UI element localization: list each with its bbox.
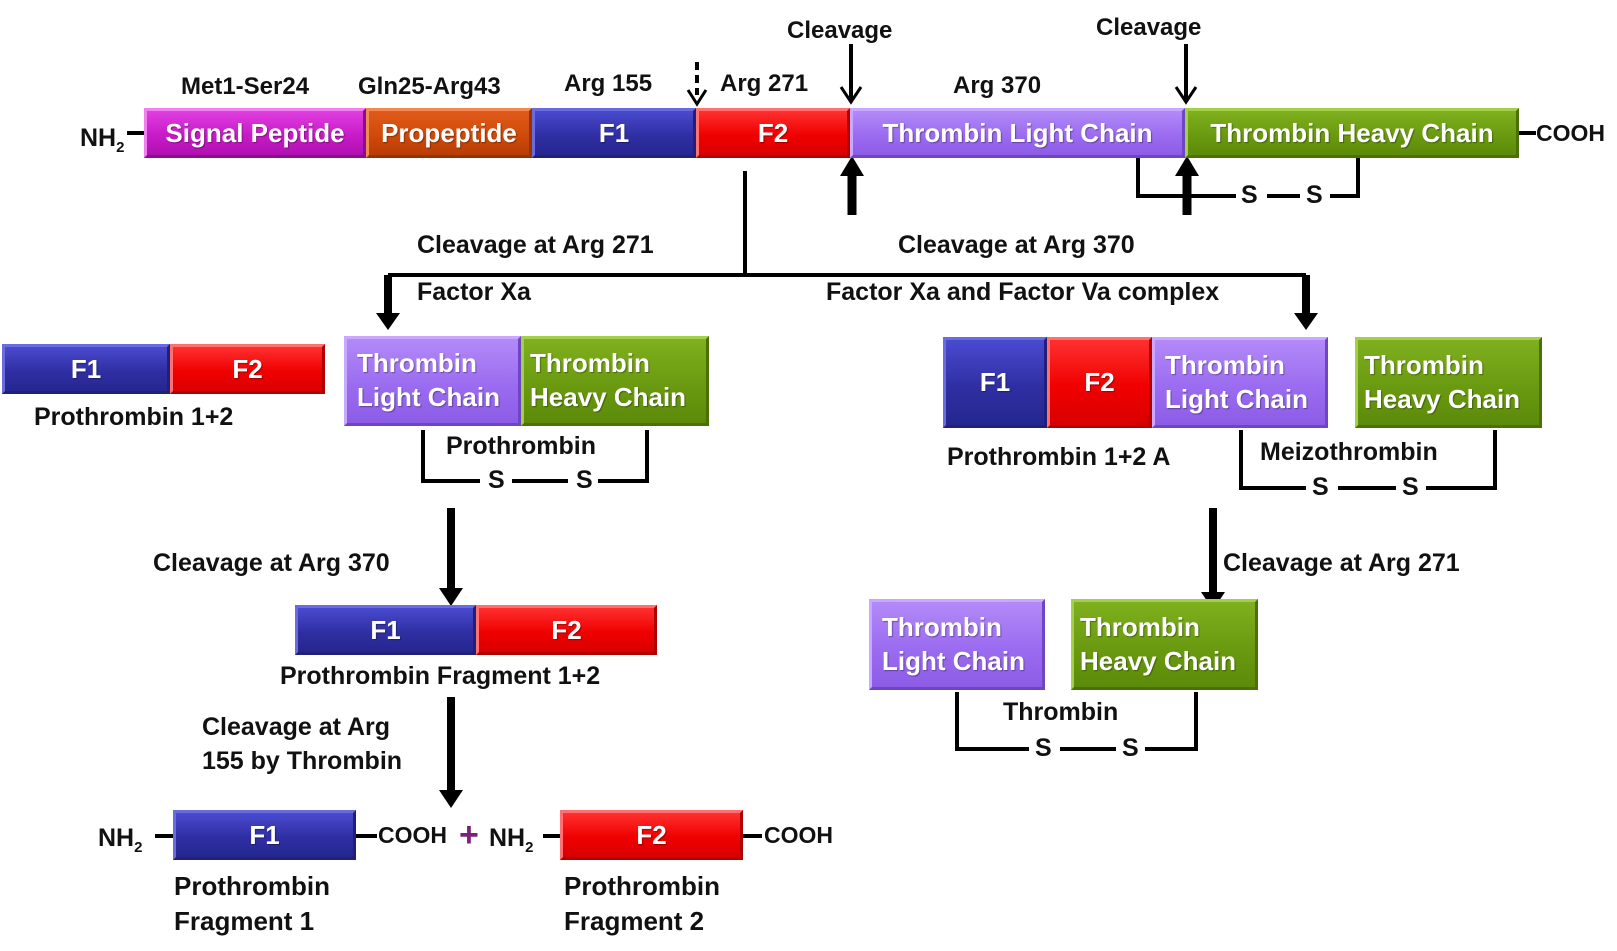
- segment-thrombin-heavy-chain: Thrombin Heavy Chain: [1185, 108, 1519, 158]
- segment-thrombin-light-chain: Thrombin Light Chain: [850, 108, 1185, 158]
- meizo-light-chain-box: Thrombin Light Chain: [1152, 337, 1328, 428]
- right-step2-label: Cleavage at Arg 271: [1223, 549, 1460, 577]
- left-light-chain-box: Thrombin Light Chain: [344, 336, 521, 426]
- segment-f1: F1: [532, 108, 696, 158]
- meizo-heavy-chain-line1: Thrombin: [1364, 349, 1484, 380]
- left-step3-label-line2: 155 by Thrombin: [202, 747, 403, 775]
- right-fragment-name: Prothrombin 1+2 A: [947, 443, 1171, 471]
- meizothrombin-label: Meizothrombin: [1260, 438, 1438, 466]
- plus-sign: +: [459, 816, 479, 854]
- thrombin-disulfide-bracket: [955, 692, 1029, 751]
- segment-signal-peptide: Signal Peptide: [144, 108, 366, 158]
- frag2-nh2-terminus: NH2: [489, 824, 534, 856]
- left-enzyme-label: Factor Xa: [417, 278, 531, 306]
- frag2-nh2-subscript: 2: [525, 839, 534, 856]
- left-fragment-name: Prothrombin 1+2: [34, 403, 234, 431]
- left-branch-arrowhead: [376, 313, 400, 330]
- nh2-subscript: 2: [116, 139, 125, 156]
- nh2-text: NH: [80, 124, 117, 152]
- cleavage-arrowhead-1: [839, 86, 863, 105]
- precursor-disulfide-bracket-right: [1330, 156, 1360, 198]
- frag1-nh2-text: NH: [98, 824, 135, 852]
- region-label-gln25-arg43: Gln25-Arg43: [358, 73, 501, 100]
- right-fragment-f2: F2: [1047, 337, 1152, 428]
- arg155-arrowhead: [686, 89, 708, 107]
- meizothrombin-disulfide-bracket: [1239, 430, 1306, 490]
- right-fragment-f1: F1: [943, 337, 1047, 428]
- left-fragment-f1: F1: [2, 344, 170, 394]
- left-step2-arrowhead: [439, 588, 463, 606]
- cleavage-arrowhead-2: [1174, 86, 1198, 105]
- thrombin-sulfur-1: S: [1035, 734, 1052, 762]
- thrombin-light-chain-line2: Light Chain: [882, 645, 1025, 676]
- step2-fragment-f1: F1: [295, 605, 476, 655]
- region-label-arg271: Arg 271: [720, 70, 809, 97]
- thrombin-light-chain-box: Thrombin Light Chain: [869, 599, 1045, 690]
- left-heavy-chain-line2: Heavy Chain: [530, 382, 687, 412]
- precursor-sulfur-2: S: [1306, 181, 1323, 209]
- meizo-light-chain-line1: Thrombin: [1165, 349, 1285, 380]
- up-arrowhead-1: [840, 156, 864, 176]
- precursor-nh2-terminus: NH2: [80, 124, 125, 156]
- right-branch-arrowhead: [1294, 313, 1318, 330]
- precursor-disulfide-bracket: [1136, 156, 1236, 198]
- step2-fragment-name: Prothrombin Fragment 1+2: [280, 662, 601, 690]
- left-light-chain-line1: Thrombin: [357, 348, 477, 379]
- thrombin-label: Thrombin: [1003, 698, 1119, 726]
- frag1-nh2-terminus: NH2: [98, 824, 143, 856]
- right-enzyme-label: Factor Xa and Factor Va complex: [826, 278, 1220, 306]
- thrombin-heavy-chain-box: Thrombin Heavy Chain: [1071, 599, 1258, 690]
- precursor-cooh-terminus: COOH: [1536, 120, 1605, 146]
- prothrombin-label: Prothrombin: [446, 432, 596, 460]
- segment-propeptide: Propeptide: [366, 108, 532, 158]
- left-step3-label-line1: Cleavage at Arg: [202, 713, 391, 741]
- region-label-met1-ser24: Met1-Ser24: [181, 73, 310, 100]
- segment-f2: F2: [696, 108, 850, 158]
- meizo-light-chain-line2: Light Chain: [1165, 383, 1308, 414]
- fragment2-name-line1: Prothrombin: [564, 871, 720, 901]
- cleavage-label-1: Cleavage: [787, 17, 893, 44]
- prothrombin-sulfur-2: S: [576, 466, 593, 494]
- meizothrombin-disulfide-bracket-right: [1426, 430, 1497, 490]
- thrombin-heavy-chain-line1: Thrombin: [1080, 611, 1200, 642]
- right-cleavage-label: Cleavage at Arg 370: [898, 231, 1135, 259]
- meizo-heavy-chain-line2: Heavy Chain: [1364, 383, 1521, 414]
- fragment1-name-line2: Fragment 1: [174, 906, 315, 936]
- meizo-heavy-chain-box: Thrombin Heavy Chain: [1355, 337, 1542, 428]
- frag1-nh2-subscript: 2: [134, 839, 143, 856]
- final-fragment1-f1: F1: [173, 810, 356, 860]
- cleavage-label-2: Cleavage: [1096, 14, 1202, 41]
- meizothrombin-sulfur-1: S: [1312, 473, 1329, 501]
- fragment2-name-line2: Fragment 2: [564, 906, 705, 936]
- step2-fragment-f2: F2: [476, 605, 657, 655]
- region-label-arg370: Arg 370: [953, 72, 1042, 99]
- up-arrowhead-2: [1175, 156, 1199, 176]
- left-heavy-chain-line1: Thrombin: [530, 348, 650, 379]
- prothrombin-disulfide-bracket: [421, 430, 480, 483]
- left-step2-label: Cleavage at Arg 370: [153, 549, 390, 577]
- precursor-sulfur-1: S: [1241, 181, 1258, 209]
- frag2-nh2-text: NH: [489, 824, 526, 852]
- frag2-cooh-terminus: COOH: [764, 822, 833, 848]
- left-heavy-chain-box: Thrombin Heavy Chain: [521, 336, 709, 426]
- thrombin-heavy-chain-line2: Heavy Chain: [1080, 645, 1237, 676]
- frag1-cooh-terminus: COOH: [378, 822, 447, 848]
- left-light-chain-line2: Light Chain: [357, 382, 500, 412]
- fragment1-name-line1: Prothrombin: [174, 871, 330, 901]
- left-cleavage-label: Cleavage at Arg 271: [417, 231, 654, 259]
- thrombin-light-chain-line1: Thrombin: [882, 611, 1002, 642]
- prothrombin-sulfur-1: S: [488, 466, 505, 494]
- thrombin-disulfide-bracket-right: [1145, 692, 1198, 751]
- region-label-arg155: Arg 155: [564, 70, 653, 97]
- final-fragment2-f2: F2: [560, 810, 743, 860]
- left-fragment-f2: F2: [170, 344, 325, 394]
- meizothrombin-sulfur-2: S: [1402, 473, 1419, 501]
- left-step3-arrowhead: [439, 790, 463, 808]
- prothrombin-disulfide-bracket-right: [598, 430, 649, 483]
- thrombin-sulfur-2: S: [1122, 734, 1139, 762]
